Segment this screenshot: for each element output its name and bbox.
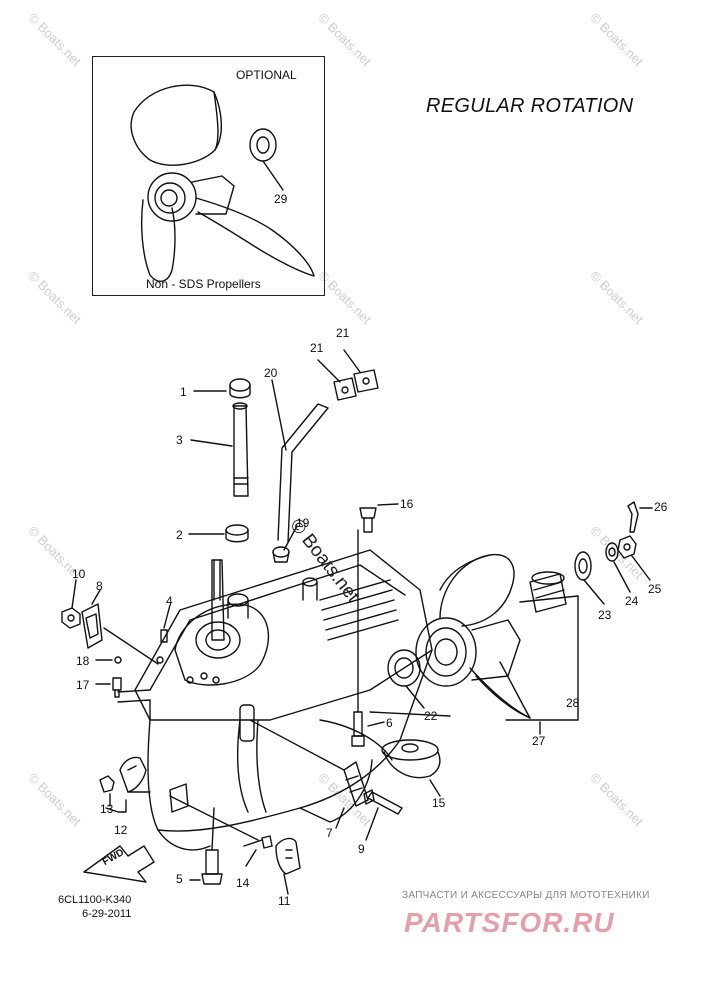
shop-logo[interactable]: PARTSFOR.RU: [404, 907, 615, 938]
propeller-drawing: [415, 553, 531, 719]
part-label-27[interactable]: 27: [532, 734, 546, 748]
part-label-11[interactable]: 11: [278, 894, 291, 908]
shop-tagline: ЗАПЧАСТИ И АКСЕССУАРЫ ДЛЯ МОТОТЕХНИКИ: [402, 890, 650, 901]
part-label-14[interactable]: 14: [236, 876, 250, 890]
small-parts-drawing: [188, 349, 399, 563]
optional-propeller-drawing: [130, 84, 315, 282]
part-label-19[interactable]: 19: [296, 516, 310, 530]
non-sds-caption: Non - SDS Propellers: [146, 277, 261, 291]
part-label-7[interactable]: 7: [326, 826, 333, 840]
lower-housing-drawing: [134, 549, 433, 851]
part-label-5[interactable]: 5: [176, 872, 183, 886]
part-label-25[interactable]: 25: [648, 582, 662, 596]
part-label-6[interactable]: 6: [386, 716, 393, 730]
right-side-parts-drawing: [249, 529, 579, 841]
part-label-21a[interactable]: 21: [310, 341, 324, 355]
part-label-18[interactable]: 18: [76, 654, 90, 668]
part-label-20[interactable]: 20: [264, 366, 278, 380]
optional-label: OPTIONAL: [236, 68, 297, 82]
part-label-24[interactable]: 24: [625, 594, 639, 608]
optional-parts-box: [92, 56, 325, 296]
diagram-date: 6-29-2011: [82, 908, 132, 920]
part-label-2[interactable]: 2: [176, 528, 183, 542]
left-side-parts-drawing: [61, 579, 301, 895]
part-label-23[interactable]: 23: [598, 608, 612, 622]
part-label-29[interactable]: 29: [274, 192, 288, 206]
propeller-hardware-drawing: [529, 501, 653, 613]
part-label-9[interactable]: 9: [358, 842, 365, 856]
part-label-8[interactable]: 8: [96, 579, 103, 593]
part-label-28[interactable]: 28: [566, 696, 580, 710]
part-label-22[interactable]: 22: [424, 709, 438, 723]
thrust-washer-drawing: [249, 128, 284, 191]
diagram-title: REGULAR ROTATION: [426, 95, 634, 117]
part-label-3[interactable]: 3: [176, 433, 183, 447]
part-label-4[interactable]: 4: [166, 594, 173, 608]
part-label-12[interactable]: 12: [114, 823, 128, 837]
part-label-15[interactable]: 15: [432, 796, 446, 810]
diagram-code: 6CL1100-K340: [58, 894, 132, 906]
fwd-arrow-drawing: [83, 845, 155, 883]
part-label-10[interactable]: 10: [72, 567, 86, 581]
part-label-1[interactable]: 1: [180, 385, 187, 399]
part-label-13[interactable]: 13: [100, 802, 114, 816]
part-label-21b[interactable]: 21: [336, 326, 350, 340]
part-label-26[interactable]: 26: [654, 500, 668, 514]
part-label-17[interactable]: 17: [76, 678, 90, 692]
part-label-16[interactable]: 16: [400, 497, 414, 511]
